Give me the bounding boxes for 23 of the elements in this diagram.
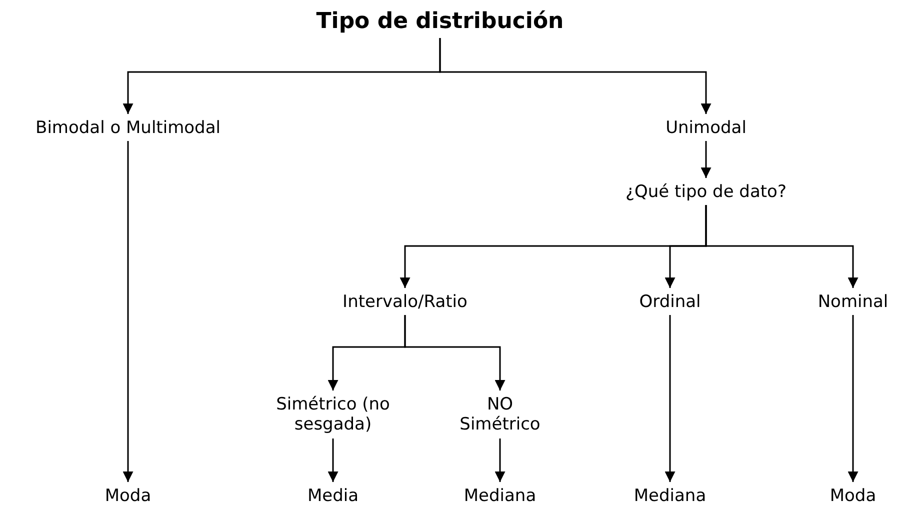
root-label: Tipo de distribución	[316, 8, 564, 36]
node-label: Mediana	[464, 486, 536, 506]
arrow	[122, 141, 134, 482]
node-label: Media	[307, 486, 359, 506]
node-label: Moda	[104, 486, 152, 506]
arrow	[848, 315, 858, 482]
node-label: Nominal	[818, 292, 888, 312]
node-label: Unimodal	[666, 118, 746, 138]
node-label: Simétrico (no sesgada)	[258, 394, 408, 436]
node-label: Ordinal	[639, 292, 701, 312]
node-label: ¿Qué tipo de dato?	[626, 182, 786, 202]
node-label: Intervalo/Ratio	[342, 292, 468, 312]
arrow	[439, 38, 712, 114]
arrow	[404, 315, 506, 390]
arrow	[705, 205, 858, 288]
node-label: Mediana	[634, 486, 706, 506]
arrow	[664, 315, 676, 482]
node-label: Moda	[830, 486, 876, 506]
node-label: NO Simétrico	[445, 394, 555, 436]
arrow	[328, 438, 338, 482]
node-label: Bimodal o Multimodal	[36, 118, 220, 138]
arrow	[494, 438, 506, 482]
arrow	[700, 141, 712, 178]
